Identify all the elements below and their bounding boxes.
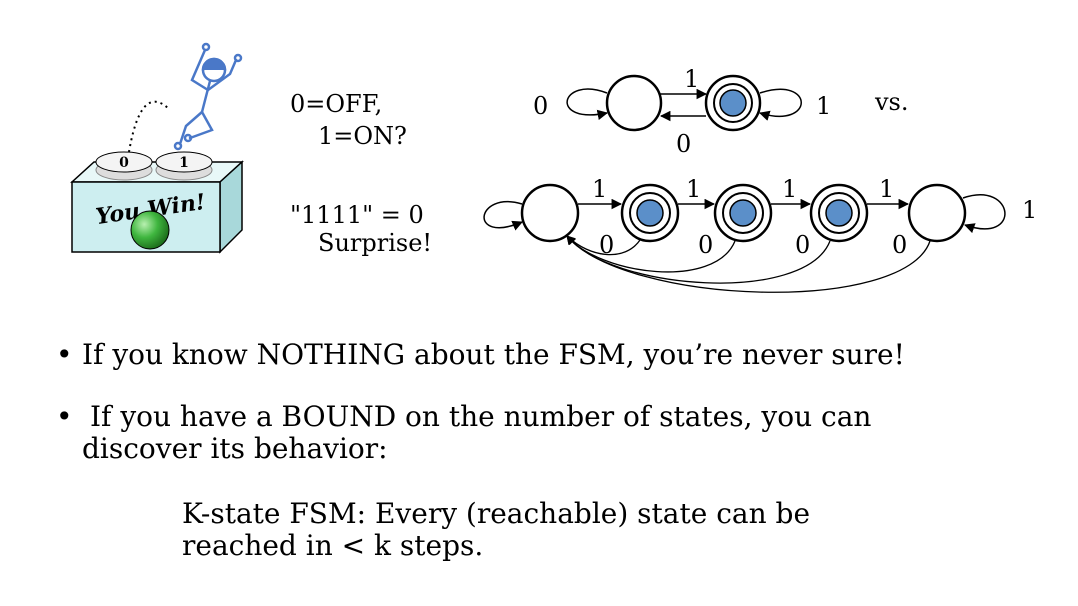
fsm-simple-arrow-back: 0	[676, 130, 691, 158]
fsm-chain-fwd-3: 1	[782, 175, 797, 203]
fsm-chain-fwd-1: 1	[592, 175, 607, 203]
fsm-diagrams: 0 1 0 1 vs.	[483, 65, 1037, 293]
kstate-line2: reached in < k steps.	[182, 529, 484, 562]
fsm-chain-fwd-4: 1	[879, 175, 894, 203]
offon-line1: 0=OFF,	[290, 90, 383, 118]
vs-label: vs.	[874, 88, 909, 116]
bullet-2-line1: If you have a BOUND on the number of sta…	[90, 400, 872, 433]
bullet-2-line2: discover its behavior:	[82, 432, 388, 465]
bullet-marker-1: •	[56, 338, 73, 371]
fsm-chain-loop-end: 1	[1022, 196, 1037, 224]
fsm-chain-state-2	[620, 183, 680, 243]
fsm-simple-arrow-right: 1	[684, 65, 699, 93]
fsm-simple: 0 1 0 1 vs.	[533, 65, 909, 158]
bullet-1: If you know NOTHING about the FSM, you’r…	[82, 338, 905, 371]
fsm-chain-back-1: 0	[599, 231, 614, 259]
button-right-label: 1	[179, 155, 189, 171]
fsm-chain-state-1	[520, 183, 580, 243]
fsm-chain-back-3: 0	[795, 231, 810, 259]
fsm-chain-fwd-2: 1	[686, 175, 701, 203]
fsm-chain-state-3	[713, 183, 773, 243]
button-left-label: 0	[119, 155, 129, 171]
stick-figure-icon	[173, 42, 243, 151]
offon-line2: 1=ON?	[318, 122, 407, 150]
kstate-line1: K-state FSM: Every (reachable) state can…	[182, 497, 811, 530]
code-line2: Surprise!	[318, 229, 433, 257]
fsm-simple-state-off	[605, 74, 663, 132]
fsm-chain-back-2: 0	[698, 231, 713, 259]
win-ball	[130, 210, 170, 250]
code-line1: "1111" = 0	[290, 201, 424, 229]
you-win-illustration: 0 1 You Win!	[70, 42, 244, 254]
fsm-chain-back-4: 0	[892, 231, 907, 259]
fsm-simple-loop-left: 0	[533, 92, 548, 120]
fsm-simple-loop-right: 1	[816, 92, 831, 120]
bullet-marker-2: •	[56, 400, 73, 433]
fsm-chain-state-4	[809, 183, 869, 243]
fsm-chain: 1 1 1 1 0 0 0 0 1	[483, 175, 1037, 293]
fsm-chain-state-5	[907, 183, 967, 243]
